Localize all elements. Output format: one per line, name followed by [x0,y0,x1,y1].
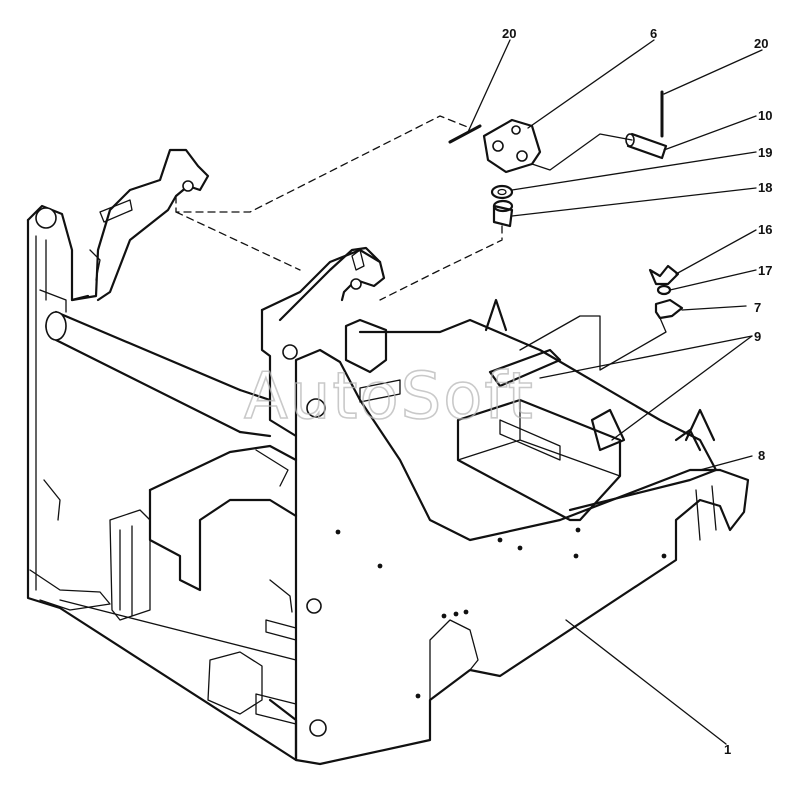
bracket-7 [654,298,684,320]
callout-18: 18 [758,180,772,195]
pin-10 [625,132,668,160]
wing-nut-16 [648,264,680,286]
latch-plate-6 [482,118,542,174]
upper-arms [70,148,382,322]
assembly-guides [175,115,667,371]
callout-20-right: 20 [754,36,768,51]
callout-20-left: 20 [502,26,516,41]
interior-members [59,444,298,725]
leader-lines [467,39,763,745]
bushing-18 [492,199,514,228]
nut-17 [656,284,672,296]
callout-labels: 20 6 20 10 19 18 16 17 7 9 8 1 [502,26,772,757]
washer-19 [490,184,514,200]
callout-1: 1 [724,742,731,757]
callout-16: 16 [758,222,772,237]
callout-10: 10 [758,108,772,123]
watermark: AutoSoft [244,360,535,434]
callout-19: 19 [758,145,772,160]
right-side-plate [260,248,750,766]
callout-6: 6 [650,26,657,41]
callout-7: 7 [754,300,761,315]
cross-tube [45,310,272,438]
callout-9: 9 [754,329,761,344]
pin-20-left [448,124,482,144]
callout-17: 17 [758,263,772,278]
callout-8: 8 [758,448,765,463]
tray-assembly [344,298,718,522]
left-side-plate [26,204,298,762]
